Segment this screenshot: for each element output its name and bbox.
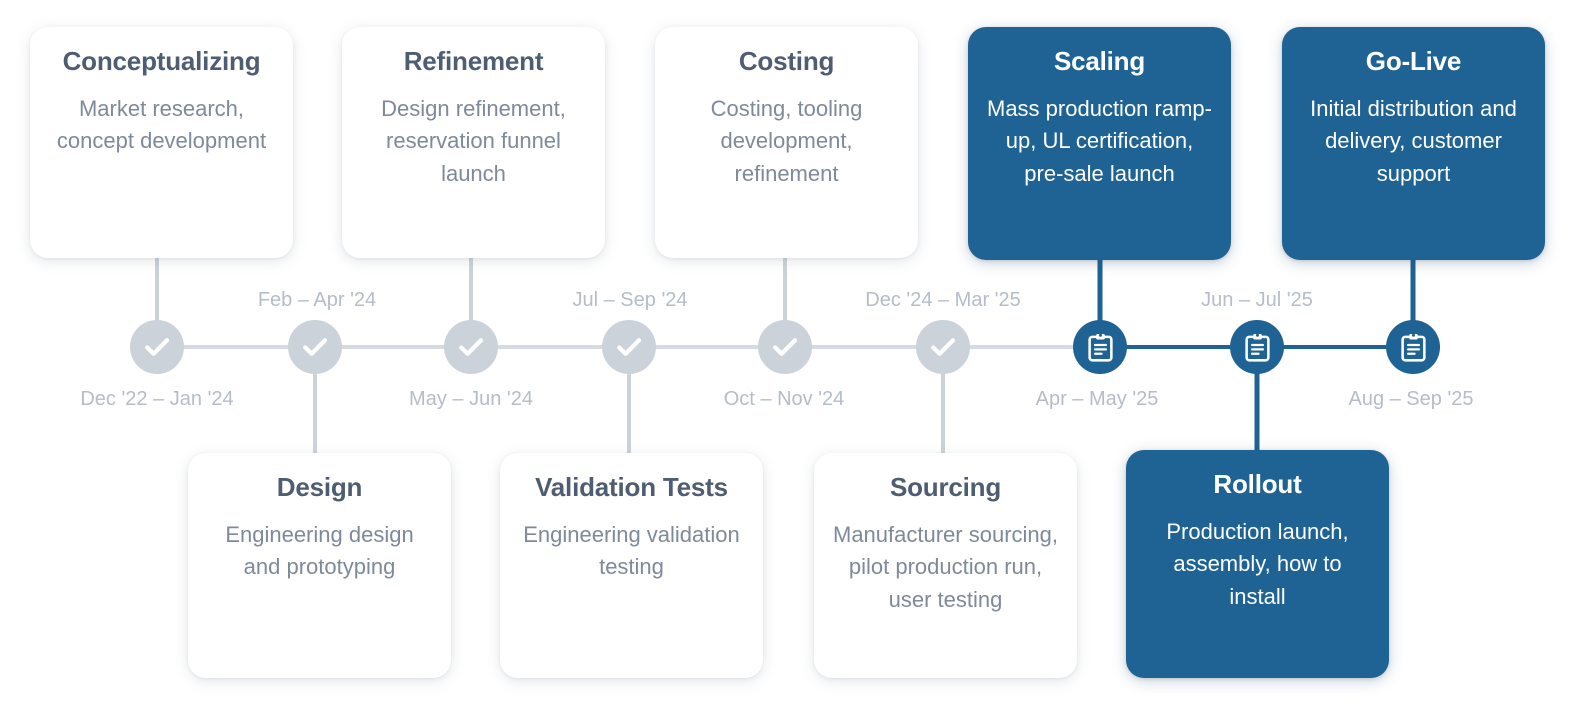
- card-title: Go-Live: [1365, 46, 1462, 76]
- date-label-rollout: Jun – Jul '25: [1201, 289, 1313, 311]
- milestone-card-design[interactable]: Design Engineering design and prototypin…: [188, 453, 451, 678]
- timeline-node-costing[interactable]: [758, 320, 812, 374]
- milestone-card-costing[interactable]: Costing Costing, tooling development, re…: [655, 27, 918, 258]
- card-title: Conceptualizing: [62, 46, 261, 76]
- card-title: Validation Tests: [535, 472, 728, 502]
- card-title: Design: [276, 472, 363, 502]
- timeline-node-scaling[interactable]: [1073, 320, 1127, 374]
- date-label-go-live: Aug – Sep '25: [1348, 388, 1474, 410]
- timeline-node-conceptualizing[interactable]: [130, 320, 184, 374]
- milestone-card-sourcing[interactable]: Sourcing Manufacturer sourcing, pilot pr…: [814, 453, 1077, 678]
- timeline-node-rollout[interactable]: [1230, 320, 1284, 374]
- card-title: Costing: [738, 46, 835, 76]
- card-description: Manufacturer sourcing, pilot production …: [833, 521, 1058, 612]
- card-description: Engineering design and prototyping: [225, 521, 414, 580]
- clipboard-icon: [1087, 333, 1114, 362]
- check-icon: [928, 332, 958, 362]
- date-label-scaling: Apr – May '25: [1035, 388, 1159, 410]
- timeline-node-design[interactable]: [288, 320, 342, 374]
- date-label-validation-tests: Jul – Sep '24: [572, 289, 688, 311]
- timeline-node-sourcing[interactable]: [916, 320, 970, 374]
- clipboard-icon: [1400, 333, 1427, 362]
- clipboard-icon: [1244, 333, 1271, 362]
- date-label-refinement: May – Jun '24: [409, 388, 533, 410]
- check-icon: [456, 332, 486, 362]
- milestone-card-validation-tests[interactable]: Validation Tests Engineering validation …: [500, 453, 763, 678]
- card-description: Production launch, assembly, how to inst…: [1166, 518, 1349, 609]
- card-description: Costing, tooling development, refinement: [710, 95, 863, 186]
- milestone-card-refinement[interactable]: Refinement Design refinement, reservatio…: [342, 27, 605, 258]
- date-label-conceptualizing: Dec '22 – Jan '24: [80, 388, 234, 410]
- check-icon: [770, 332, 800, 362]
- date-label-sourcing: Dec '24 – Mar '25: [865, 289, 1021, 311]
- timeline-node-go-live[interactable]: [1386, 320, 1440, 374]
- card-description: Market research, concept development: [56, 95, 267, 154]
- card-title: Scaling: [1053, 46, 1146, 76]
- date-label-design: Feb – Apr '24: [257, 289, 377, 311]
- check-icon: [300, 332, 330, 362]
- card-title: Rollout: [1213, 469, 1302, 499]
- date-label-costing: Oct – Nov '24: [723, 388, 845, 410]
- check-icon: [142, 332, 172, 362]
- milestone-card-conceptualizing[interactable]: Conceptualizing Market research, concept…: [30, 27, 293, 258]
- timeline-node-refinement[interactable]: [444, 320, 498, 374]
- card-title: Refinement: [403, 46, 544, 76]
- card-description: Mass production ramp-up, UL certificatio…: [987, 95, 1212, 186]
- milestone-card-scaling[interactable]: Scaling Mass production ramp-up, UL cert…: [968, 27, 1231, 260]
- card-description: Initial distribution and delivery, custo…: [1310, 95, 1517, 186]
- milestone-card-go-live[interactable]: Go-Live Initial distribution and deliver…: [1282, 27, 1545, 260]
- card-description: Design refinement, reservation funnel la…: [381, 95, 566, 186]
- milestone-card-rollout[interactable]: Rollout Production launch, assembly, how…: [1126, 450, 1389, 678]
- card-title: Sourcing: [889, 472, 1002, 502]
- card-description: Engineering validation testing: [523, 521, 740, 580]
- timeline-node-validation-tests[interactable]: [602, 320, 656, 374]
- check-icon: [614, 332, 644, 362]
